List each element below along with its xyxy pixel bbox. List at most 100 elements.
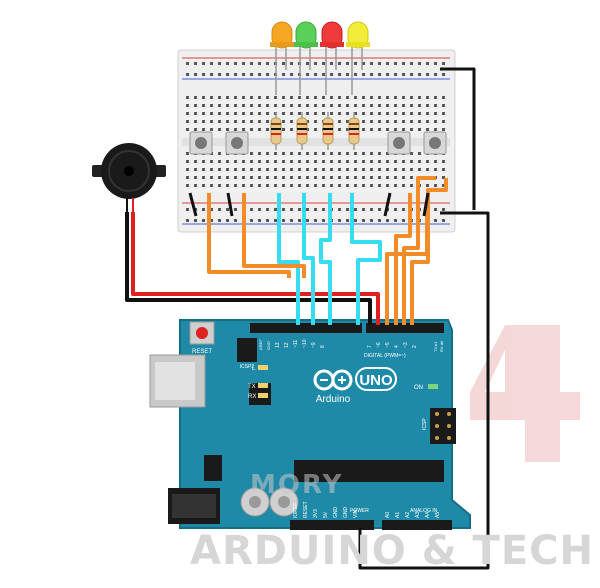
wire-led-1 [277, 193, 300, 325]
breadboard-hole [290, 128, 293, 131]
breadboard-hole [194, 160, 197, 163]
breadboard-hole [210, 168, 213, 171]
breadboard-hole [362, 104, 365, 107]
wire-button-4 [402, 176, 436, 325]
watermark-logo [470, 325, 580, 462]
breadboard-hole [234, 73, 237, 76]
breadboard-hole [290, 176, 293, 179]
breadboard-hole [418, 152, 421, 155]
breadboard-hole [210, 219, 213, 222]
analog-label: ANALOG IN [410, 508, 438, 514]
breadboard-hole [266, 62, 269, 65]
breadboard-hole [378, 208, 381, 211]
breadboard-hole [306, 208, 309, 211]
breadboard-hole [338, 152, 341, 155]
digital-pin-label: ~10 [302, 339, 308, 348]
breadboard-hole [234, 112, 237, 115]
breadboard-hole [314, 120, 317, 123]
breadboard-hole [346, 62, 349, 65]
led-green [294, 21, 318, 95]
breadboard-hole [426, 120, 429, 123]
breadboard-hole [266, 219, 269, 222]
breadboard-hole [330, 176, 333, 179]
breadboard-hole [330, 152, 333, 155]
breadboard-hole [370, 176, 373, 179]
breadboard-hole [322, 219, 325, 222]
breadboard-hole [258, 152, 261, 155]
breadboard-hole [218, 104, 221, 107]
breadboard-hole [242, 112, 245, 115]
breadboard-hole [290, 112, 293, 115]
tx-label: TX [248, 384, 256, 390]
breadboard-hole [378, 120, 381, 123]
rx-label: RX [248, 394, 256, 400]
breadboard-hole [442, 184, 445, 187]
digital-pin-label: ~9 [311, 342, 317, 348]
breadboard-hole [402, 184, 405, 187]
breadboard-hole [346, 104, 349, 107]
breadboard-hole [242, 160, 245, 163]
breadboard-hole [258, 96, 261, 99]
breadboard-hole [186, 208, 189, 211]
breadboard-hole [338, 120, 341, 123]
breadboard-hole [226, 219, 229, 222]
breadboard-hole [186, 176, 189, 179]
breadboard-hole [338, 128, 341, 131]
breadboard-hole [314, 73, 317, 76]
reset-label: RESET [192, 349, 212, 355]
breadboard-hole [370, 104, 373, 107]
breadboard-hole [250, 208, 253, 211]
breadboard-hole [410, 128, 413, 131]
breadboard-hole [434, 168, 437, 171]
breadboard-hole [218, 176, 221, 179]
breadboard-hole [442, 128, 445, 131]
breadboard-hole [266, 208, 269, 211]
breadboard-hole [386, 168, 389, 171]
breadboard-hole [442, 176, 445, 179]
breadboard-hole [362, 62, 365, 65]
breadboard-hole [218, 120, 221, 123]
breadboard-hole [306, 112, 309, 115]
breadboard-hole [370, 128, 373, 131]
breadboard-hole [394, 104, 397, 107]
breadboard-hole [354, 112, 357, 115]
on-label: ON [414, 385, 423, 391]
breadboard-hole [218, 160, 221, 163]
breadboard-hole [226, 62, 229, 65]
breadboard-hole [234, 176, 237, 179]
breadboard-hole [282, 219, 285, 222]
breadboard-hole [234, 104, 237, 107]
breadboard-hole [266, 160, 269, 163]
breadboard-hole [186, 73, 189, 76]
breadboard-hole [402, 73, 405, 76]
breadboard-hole [410, 120, 413, 123]
breadboard-hole [378, 184, 381, 187]
breadboard-hole [410, 168, 413, 171]
breadboard-hole [346, 176, 349, 179]
breadboard-hole [210, 96, 213, 99]
breadboard-hole [442, 104, 445, 107]
breadboard-hole [226, 96, 229, 99]
breadboard-hole [290, 62, 293, 65]
breadboard-hole [282, 104, 285, 107]
breadboard-hole [274, 219, 277, 222]
breadboard-hole [226, 184, 229, 187]
breadboard-hole [298, 208, 301, 211]
breadboard-hole [250, 73, 253, 76]
breadboard-hole [370, 73, 373, 76]
breadboard-hole [290, 219, 293, 222]
breadboard-hole [266, 120, 269, 123]
icsp2-label: ICSP2 [240, 364, 255, 370]
breadboard-hole [202, 112, 205, 115]
gnd-label: GND [266, 341, 271, 350]
breadboard-hole [426, 73, 429, 76]
wire-button-3 [394, 193, 412, 325]
breadboard [177, 49, 456, 233]
breadboard-hole [202, 168, 205, 171]
analog-pin-label: A1 [395, 512, 401, 518]
breadboard-hole [410, 160, 413, 163]
breadboard-hole [322, 168, 325, 171]
breadboard-hole [266, 73, 269, 76]
breadboard-hole [266, 184, 269, 187]
